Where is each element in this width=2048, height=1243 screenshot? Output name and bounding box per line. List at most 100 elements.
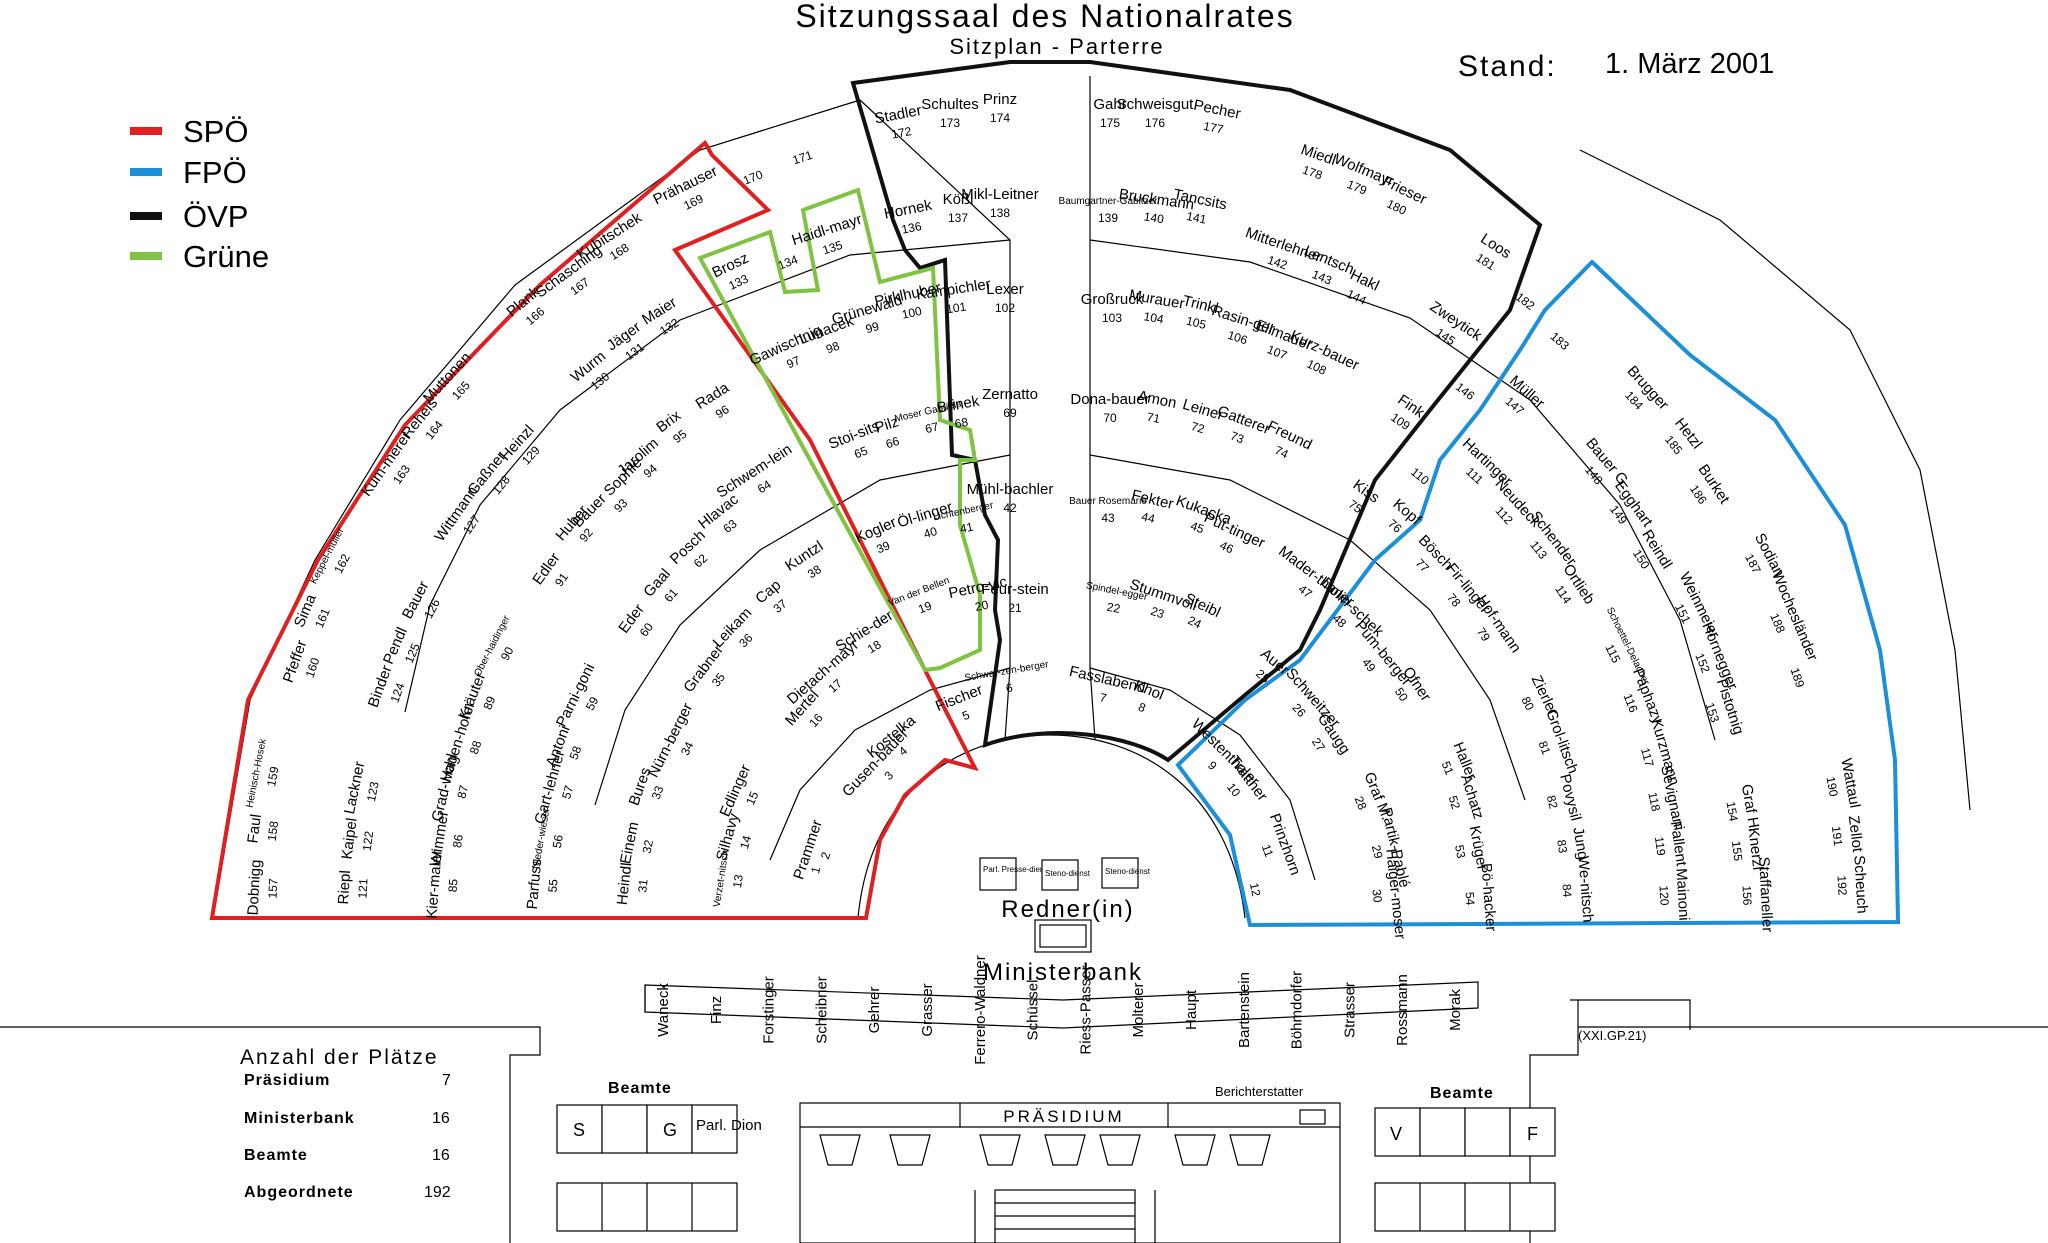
seat-number: 8 [1136,700,1148,716]
seat-number: 99 [864,319,881,336]
seat-number: 15 [743,789,761,807]
seat-number: 86 [450,833,466,849]
reference-code: (XXI.GP.21) [1578,1028,1646,1043]
seat-number: 172 [890,124,913,142]
counts-title: Anzahl der Plätze [240,1046,439,1069]
seat-name: Parni-goni [553,661,599,730]
seat-number: 46 [1218,538,1236,556]
seat-number: 22 [1106,600,1122,616]
seat-name: Dobnigg [245,859,265,916]
seat-name: Mikl-Leitner [961,186,1039,203]
seat-number: 121 [355,878,370,899]
seat-name: Großruck [1081,291,1144,308]
seat-name: Zernatto [982,386,1038,403]
seat-number: 65 [852,443,870,461]
seat-number: 19 [916,598,934,616]
seat-number: 146 [1453,380,1478,404]
seat-number: 176 [1145,116,1165,130]
seat-name: Riepl [335,870,354,905]
seat-number: 18 [865,637,884,656]
praesidium-chair [1174,1134,1216,1166]
seat-number: 38 [805,562,824,581]
seat-number: 10 [1224,780,1243,799]
seat-number: 158 [265,820,281,842]
seat-name: Brinek [936,393,981,417]
outline-oevp [850,60,1543,763]
count-value-beamte: 16 [432,1147,450,1164]
seat-number: 31 [635,878,650,893]
minister-name: Molterer [1130,982,1147,1037]
minister-name: Scheibner [813,976,830,1044]
floor-outline [0,999,2048,1243]
seat-number: 136 [900,219,923,237]
seat-name: Nürn-berger [645,700,696,780]
seat-number: 139 [1098,211,1118,225]
legend-label-fpoe: FPÖ [183,155,247,190]
seat-number: 63 [720,516,739,535]
block-outer-left [212,99,861,919]
beamte-left-seat [601,1104,648,1154]
seat-number: 78 [1444,590,1463,609]
seat-number: 122 [360,830,377,852]
beamte-left-box-s: S [573,1120,585,1140]
seat-number: 5 [960,708,972,724]
seat-name: Kum-merer [358,428,415,499]
seat-name: Bö-hacker [1477,862,1499,931]
berichterstatter-box [1299,1109,1326,1125]
count-label-beamte: Beamte [244,1147,308,1164]
seat-number: 82 [1544,794,1561,811]
seat-number: 64 [755,477,774,496]
seat-number: 87 [454,783,471,800]
beamte-right-box-v: V [1390,1124,1402,1144]
seat-number: 107 [1265,342,1289,362]
seat-number: 28 [1352,794,1370,812]
beamte-right-seat [1464,1107,1511,1157]
plan-title: Sitzungssaal des Nationalrates [795,0,1294,34]
seat-name: Gahr [1093,96,1126,113]
seat-number: 61 [661,585,681,605]
count-label-abgeordnete: Abgeordnete [244,1184,354,1201]
seat-number: 52 [1446,794,1463,811]
seat-name: Kampichler [915,276,992,304]
seat-number: 7 [1098,690,1108,705]
seat-number: 23 [1149,604,1166,622]
seat-number: 106 [1226,328,1250,347]
minister-name: Grasser [919,983,936,1036]
seat-number: 171 [791,148,815,168]
seat-number: 191 [1829,825,1845,847]
seat-name: Einem [617,820,642,865]
seat-name: Mainoni [1673,868,1693,921]
outline-fpoe [1175,259,1901,928]
seat-name: Lackner [341,760,368,816]
